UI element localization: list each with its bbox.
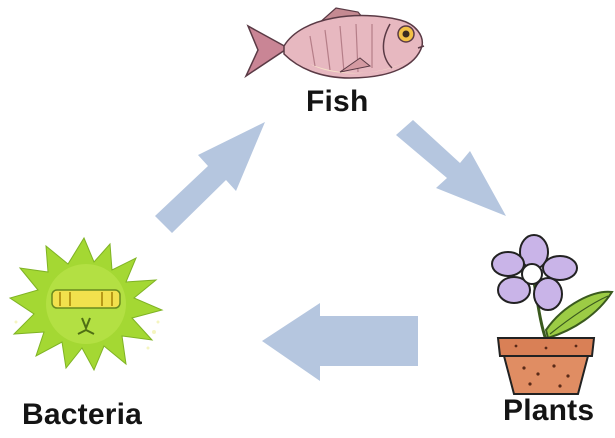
bacteria-icon <box>6 236 166 372</box>
arrow-plants-to-bacteria <box>262 303 418 381</box>
fish-label: Fish <box>306 85 368 119</box>
arrow-fish-to-plants <box>396 120 506 216</box>
plants-label: Plants <box>503 394 594 428</box>
arrow-bacteria-to-fish <box>155 122 265 233</box>
bacteria-label: Bacteria <box>22 398 142 432</box>
potted-plant-icon <box>476 234 614 396</box>
fish-icon <box>240 6 426 88</box>
